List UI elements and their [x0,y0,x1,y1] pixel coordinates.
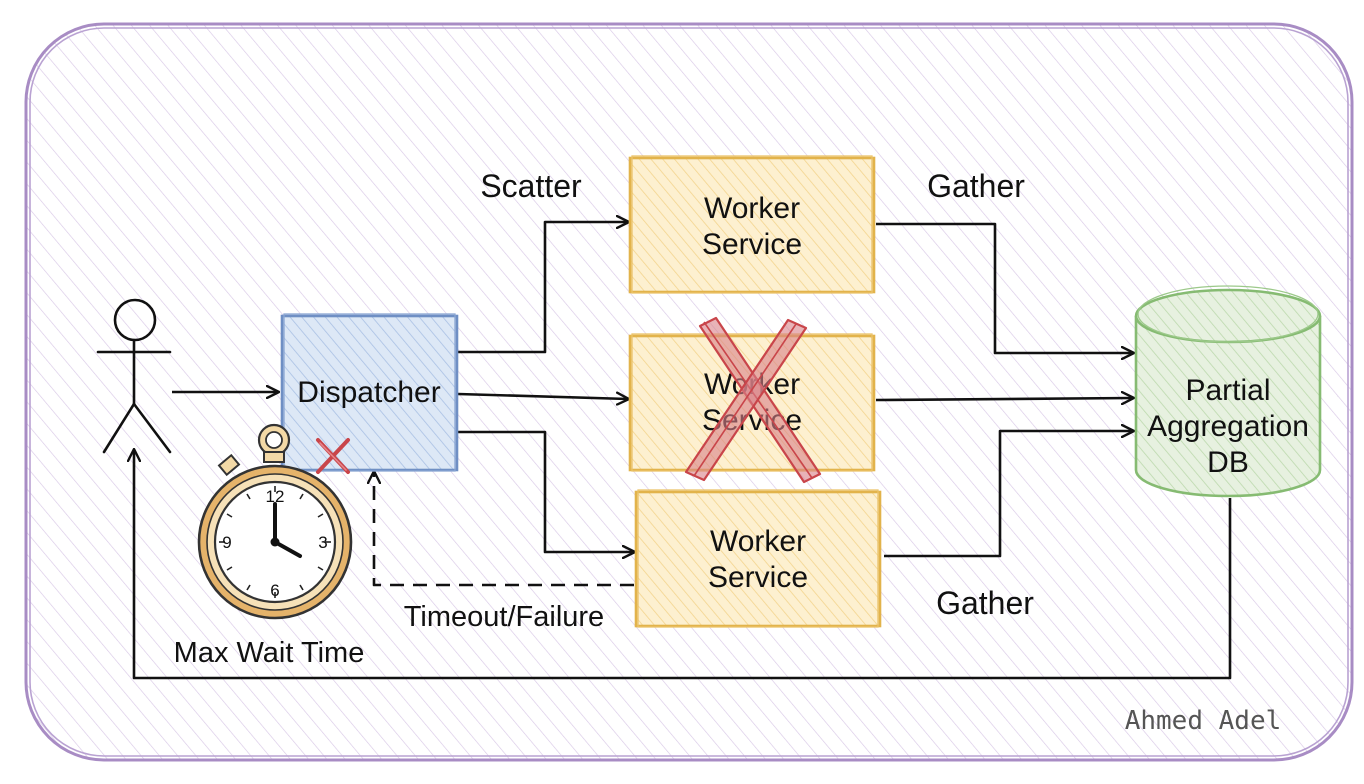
stopwatch-icon: 12 3 6 9 [197,423,353,620]
author-signature: Ahmed Adel [1125,706,1282,736]
gather-bottom-label: Gather [936,585,1034,621]
db-line1: Partial [1185,374,1270,407]
user-icon [96,298,172,454]
dispatcher-to-worker-bottom-arrow [458,430,634,552]
timeout-failure-arrow [374,472,634,587]
clock-numeral-12: 12 [266,487,285,506]
worker-service-bottom: Worker Service [634,489,882,628]
dispatcher-to-worker-middle-arrow [457,394,628,399]
clock-numeral-3: 3 [318,533,327,552]
dispatcher-label: Dispatcher [297,376,440,409]
clock-numeral-9: 9 [222,533,231,552]
timeout-failure-label: Timeout/Failure [404,601,604,633]
timeout-cross-icon [316,438,350,474]
worker-top-line1: Worker [704,192,800,225]
worker-bottom-to-db-arrow [884,431,1133,558]
worker-service-top: Worker Service [628,155,876,294]
worker-middle-to-db-arrow [875,398,1133,400]
clock-numeral-6: 6 [270,581,279,600]
worker-top-line2: Service [702,228,802,261]
db-to-user-arrow [134,450,1232,680]
gather-top-label: Gather [927,168,1025,204]
db-line3: DB [1207,446,1249,479]
worker-bottom-line2: Service [708,561,808,594]
failure-cross-icon [684,316,822,484]
connectors [134,222,1232,680]
dispatcher-box: Dispatcher [280,313,459,472]
partial-aggregation-db: Partial Aggregation DB [1134,285,1322,498]
max-wait-time-label: Max Wait Time [174,637,365,669]
db-line2: Aggregation [1147,410,1309,443]
scatter-label: Scatter [480,168,582,204]
dispatcher-to-worker-top-arrow [458,222,628,354]
worker-top-to-db-arrow [876,222,1133,353]
worker-bottom-line1: Worker [710,525,806,558]
